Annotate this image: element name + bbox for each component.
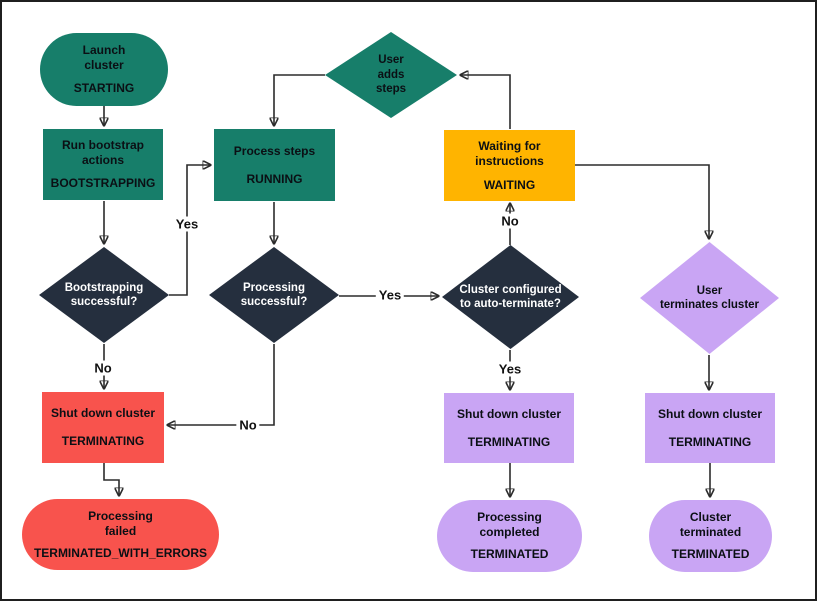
node-shutdown-cluster-auto: Shut down cluster TERMINATING [444,393,574,463]
node-title: Launch cluster [82,43,126,72]
node-title: Cluster configured to auto-terminate? [459,283,562,310]
edge-label-no-auto: No [498,213,522,229]
edge-label-no-processing: No [236,417,260,433]
node-title: Cluster terminated [679,510,742,539]
node-launch-cluster: Launch cluster STARTING [40,33,168,106]
edge-label-yes-processing: Yes [375,287,405,303]
node-processing-completed: Processing completed TERMINATED [437,500,582,572]
node-title: Shut down cluster [657,406,762,421]
edge-label-yes-bootstrap: Yes [172,216,202,232]
connector-useradds-to-process [274,74,325,126]
node-user-terminates-cluster: User terminates cluster [640,242,779,354]
node-state-label: RUNNING [246,171,303,186]
connector-waiting-to-useradds [460,75,511,129]
node-state-label: BOOTSTRAPPING [50,176,156,190]
node-state-label: TERMINATED [671,547,750,561]
node-title: User adds steps [375,54,407,96]
connector-processing-no [167,344,275,425]
node-state-label: STARTING [73,81,135,95]
node-title: User terminates cluster [659,284,760,311]
node-state-label: TERMINATED [470,547,549,561]
node-user-adds-steps: User adds steps [325,32,457,118]
node-processing-successful: Processing successful? [209,247,339,343]
node-title: Shut down cluster [50,406,155,420]
node-title: Process steps [233,143,316,158]
node-state-label: TERMINATED_WITH_ERRORS [33,545,208,560]
node-run-bootstrap-actions: Run bootstrap actions BOOTSTRAPPING [43,129,163,200]
node-title: Waiting for instructions [475,138,544,168]
node-cluster-terminated: Cluster terminated TERMINATED [649,500,772,572]
node-title: Shut down cluster [456,406,561,421]
node-process-steps: Process steps RUNNING [214,129,335,201]
node-title: Bootstrapping successful? [64,281,144,308]
connector-waiting-to-userterminates [575,164,709,239]
node-state-label: TERMINATING [467,434,551,449]
node-bootstrapping-successful: Bootstrapping successful? [39,247,169,343]
node-shutdown-cluster-user: Shut down cluster TERMINATING [645,393,775,463]
node-title: Run bootstrap actions [62,138,144,167]
edge-label-no-bootstrap: No [91,360,115,376]
node-title: Processing completed [477,510,542,539]
node-terminated-with-errors: Processing failed TERMINATED_WITH_ERRORS [22,499,219,570]
node-state-label: TERMINATING [668,434,752,449]
connector-shutdown-to-terminated-errors [103,463,119,496]
node-waiting-for-instructions: Waiting for instructions WAITING [444,130,575,201]
node-state-label: TERMINATING [61,434,145,448]
edge-label-yes-auto: Yes [495,361,525,377]
node-cluster-auto-terminate: Cluster configured to auto-terminate? [442,245,579,349]
node-title: Processing successful? [240,281,308,308]
node-title: Processing failed [88,508,153,538]
node-shutdown-cluster-error: Shut down cluster TERMINATING [42,392,164,463]
node-state-label: WAITING [483,177,536,192]
